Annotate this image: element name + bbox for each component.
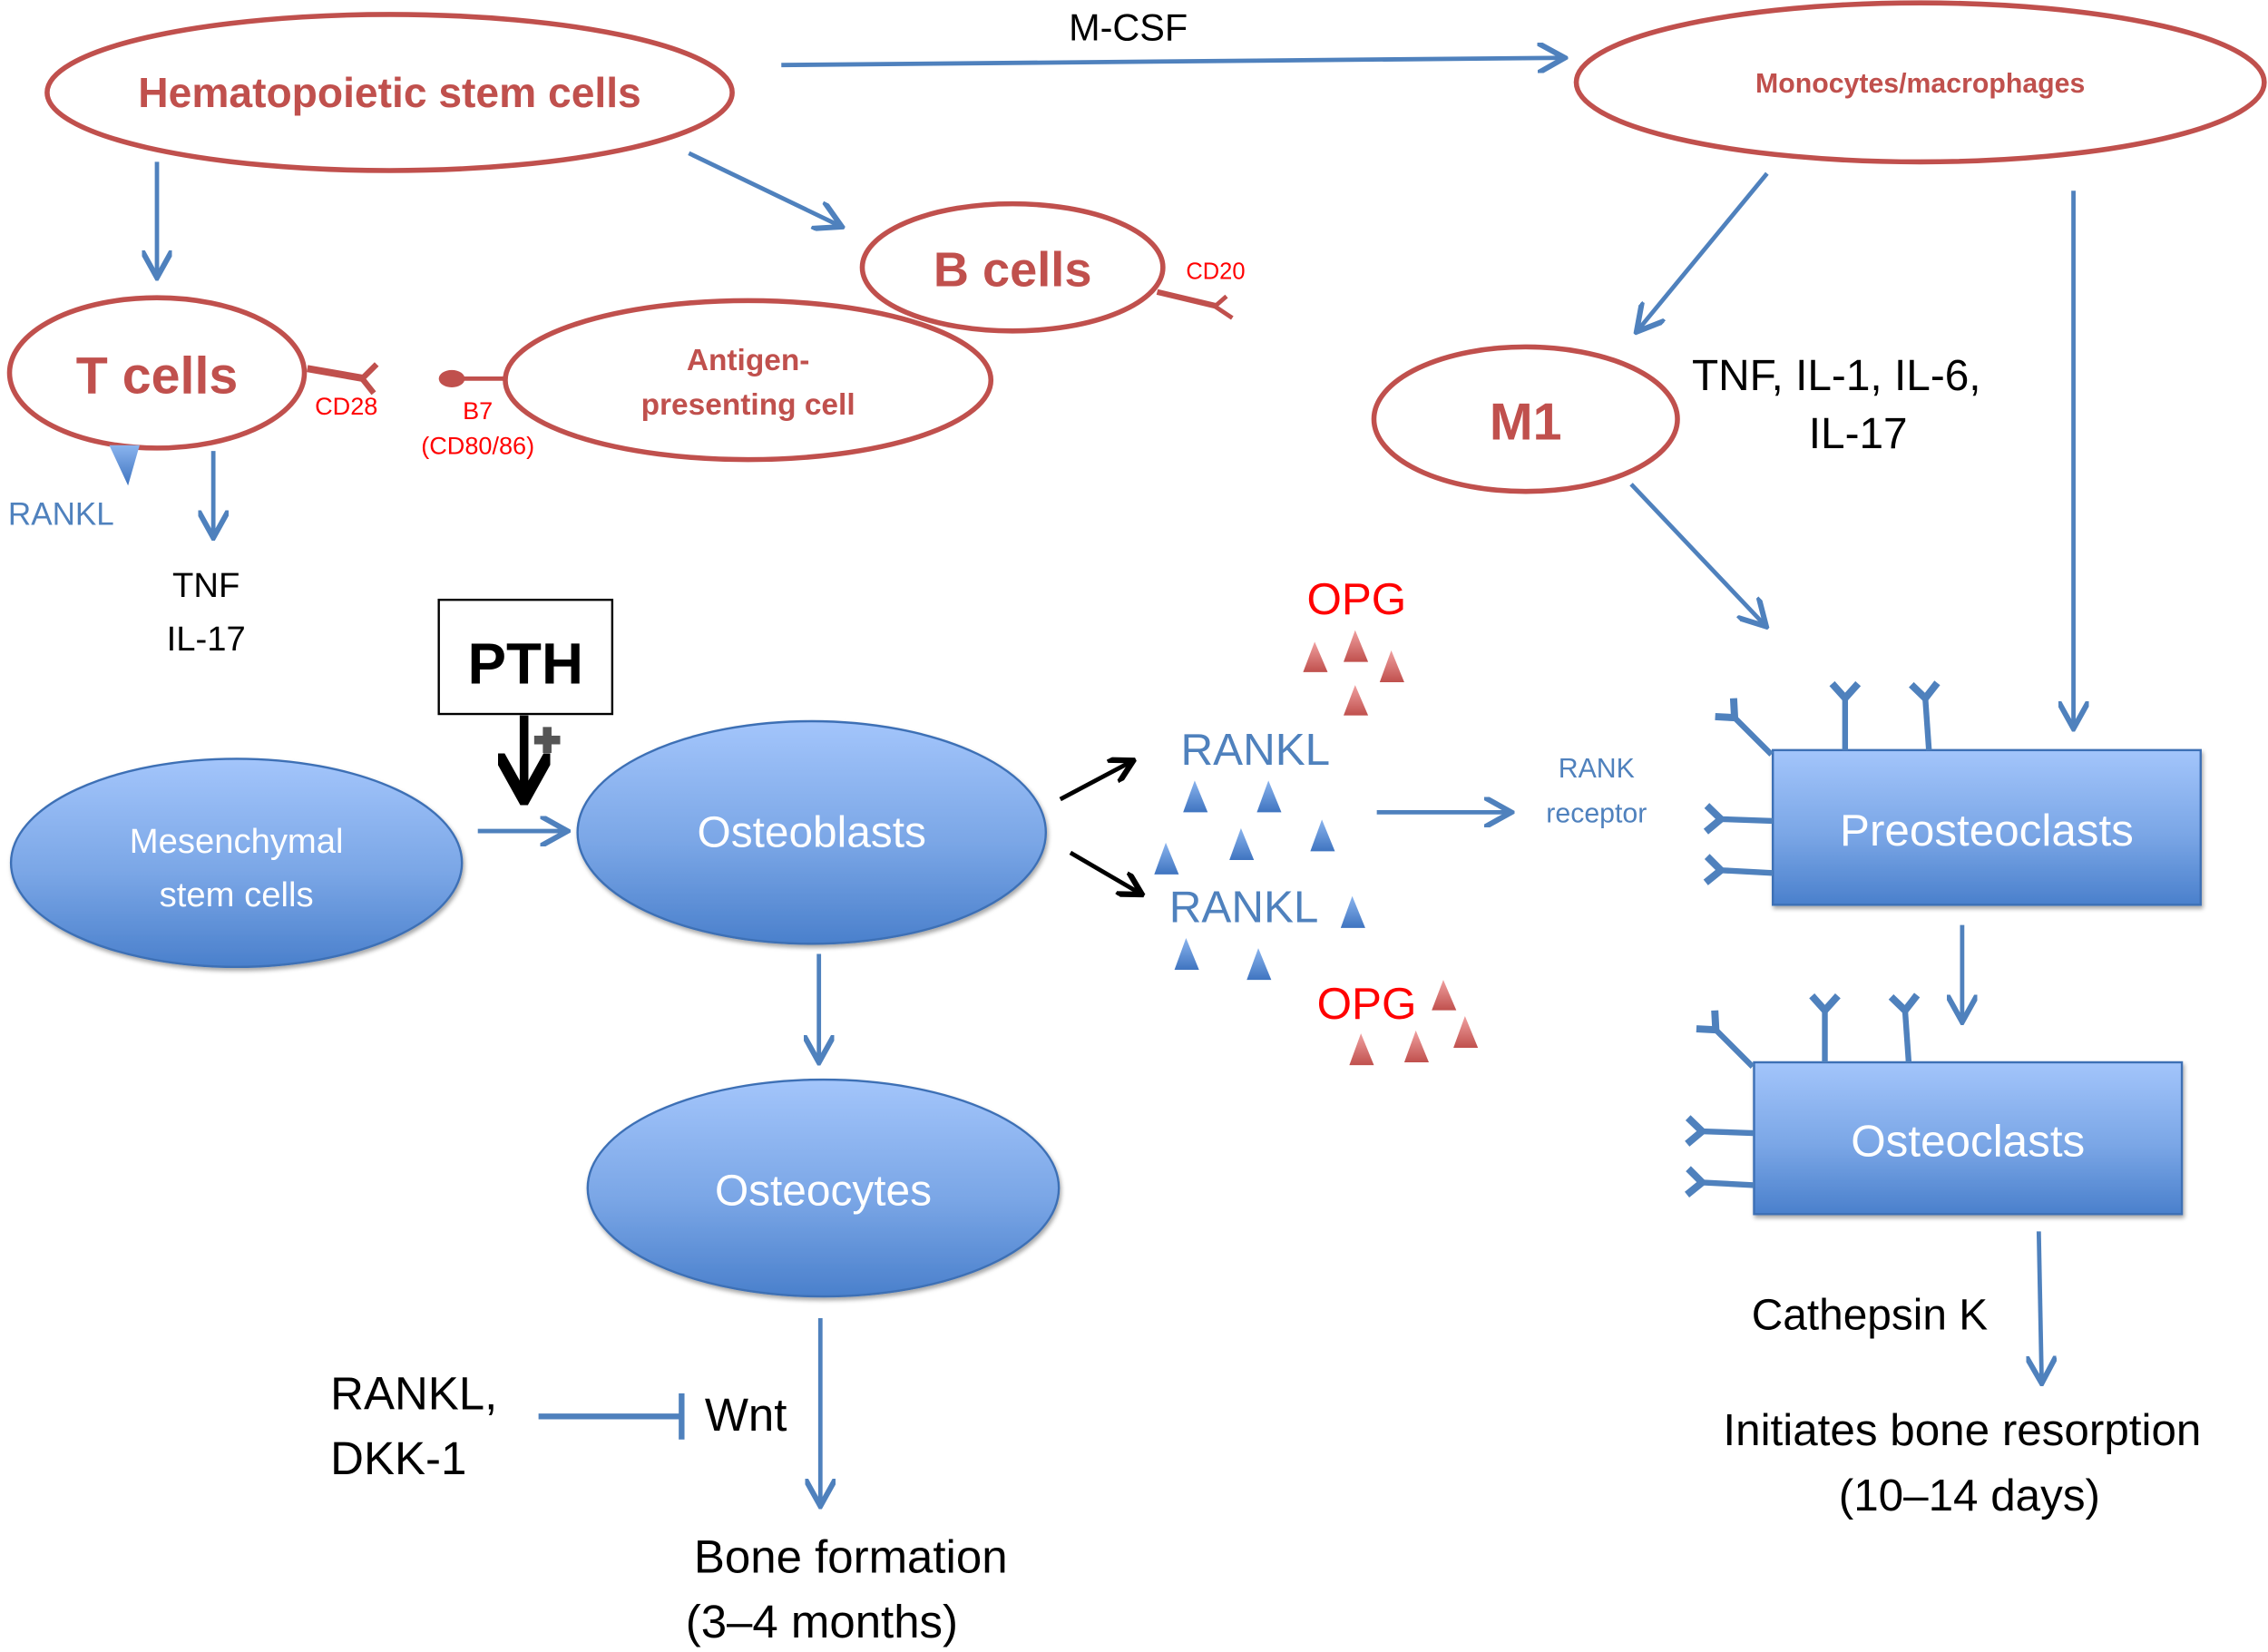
t-cells-node: T cells xyxy=(6,295,308,451)
rankl-triangle-icon xyxy=(1174,937,1199,971)
rankl-triangle-icon xyxy=(1154,842,1179,875)
opg-triangle-icon xyxy=(1432,980,1457,1011)
opg-triangles-top xyxy=(1303,630,1404,716)
b7-label: B7 xyxy=(463,396,493,425)
tnf-label: TNF xyxy=(172,566,240,605)
osteoblasts-node xyxy=(576,719,1048,945)
rankl-tcell-label: RANKL xyxy=(8,496,114,532)
antigen-presenting-cell-node: Antigen- presenting cell xyxy=(503,298,994,463)
rank-receptor-icon xyxy=(1706,856,1774,885)
opg-triangle-icon xyxy=(1349,1033,1374,1066)
cd28-receptor-icon xyxy=(307,362,379,396)
osteoblast-rankl-arrow-2 xyxy=(1069,850,1139,894)
mesenchymal-stem-cells-node xyxy=(9,758,464,969)
wnt-label: Wnt xyxy=(705,1389,787,1441)
osteoclasts-node: Osteoclasts xyxy=(1753,1061,2184,1216)
t-cells-label: T cells xyxy=(76,347,239,405)
opg-triangle-icon xyxy=(1453,1016,1479,1049)
wnt-inhibition-icon xyxy=(538,1393,685,1440)
hsc-label: Hematopoietic stem cells xyxy=(138,69,640,116)
osteoclasts-label: Osteoclasts xyxy=(1851,1117,2085,1167)
rank-receptor-label-1: RANK xyxy=(1559,754,1635,784)
rankl-triangle-icon xyxy=(1246,948,1272,981)
m1-to-preosteoclasts-arrow xyxy=(1629,483,1765,625)
rankl-triangle-icon xyxy=(1310,819,1335,852)
opg-triangle-icon xyxy=(1344,630,1369,662)
rankl-triangles xyxy=(1154,780,1365,981)
cd20-label: CD20 xyxy=(1186,259,1245,284)
bone-formation-label-2: (3–4 months) xyxy=(686,1596,958,1647)
rank-receptor-icon xyxy=(1911,683,1942,751)
opg-triangle-icon xyxy=(1344,685,1369,716)
opg-triangles-bottom xyxy=(1349,980,1479,1066)
m1-label: M1 xyxy=(1490,393,1562,451)
osteocytes-label: Osteocytes xyxy=(715,1168,932,1216)
cathepsin-label: Cathepsin K xyxy=(1752,1292,1988,1340)
rank-receptor-icon xyxy=(1706,806,1773,834)
il17-label: IL-17 xyxy=(167,620,246,659)
pth-label: PTH xyxy=(468,631,583,697)
resorption-label-2: (10–14 days) xyxy=(1839,1471,2100,1520)
mcsf-label: M-CSF xyxy=(1069,7,1188,49)
cd28-label: CD28 xyxy=(315,392,377,420)
inhibitor-label-2: DKK-1 xyxy=(330,1432,466,1484)
rank-receptor-icon xyxy=(1833,684,1859,750)
rankl-top-label: RANKL xyxy=(1181,725,1331,775)
cd20-receptor-icon xyxy=(1156,288,1234,320)
preosteoclasts-label: Preosteoclasts xyxy=(1840,806,2134,855)
rank-receptor-icon xyxy=(1716,699,1781,764)
msc-label-2: stem cells xyxy=(160,875,314,914)
cytokines-label-1: TNF, IL-1, IL-6, xyxy=(1692,352,1981,400)
osteoclasts-resorption-arrow xyxy=(2038,1231,2041,1380)
m1-node: M1 xyxy=(1371,344,1680,494)
opg-triangle-icon xyxy=(1403,1030,1430,1062)
b-cells-node: B cells xyxy=(859,200,1166,334)
b7-ligand-icon xyxy=(438,369,507,387)
rank-receptor-icon xyxy=(1892,995,1922,1063)
bone-formation-label-1: Bone formation xyxy=(694,1530,1008,1582)
b-cells-label: B cells xyxy=(934,242,1092,297)
pth-box: PTH xyxy=(437,598,614,716)
osteoblast-rankl-arrow-1 xyxy=(1059,762,1131,802)
monocytes-macrophages-node: Monocytes/macrophages xyxy=(1573,0,2267,165)
rankl-triangle-icon xyxy=(1229,827,1255,860)
inhibitor-label-1: RANKL, xyxy=(330,1367,497,1419)
apc-label-1: Antigen- xyxy=(687,344,810,377)
rank-receptor-icon xyxy=(1687,1118,1755,1146)
rank-receptor-icon xyxy=(1687,1168,1755,1197)
preosteoclasts-node: Preosteoclasts xyxy=(1771,748,2202,906)
resorption-label-1: Initiates bone resorption xyxy=(1723,1405,2201,1455)
opg-triangle-icon xyxy=(1303,641,1328,672)
osteocytes-node xyxy=(586,1078,1061,1298)
apc-label-2: presenting cell xyxy=(641,388,855,422)
opg-triangle-icon xyxy=(1379,650,1404,682)
hsc-to-bcells-arrow xyxy=(688,151,839,226)
rank-receptor-label-2: receptor xyxy=(1546,799,1647,829)
opg-bottom-label: OPG xyxy=(1317,979,1417,1029)
plus-icon xyxy=(533,727,561,754)
rankl-triangle-icon xyxy=(1183,780,1208,813)
cytokines-label-2: IL-17 xyxy=(1809,410,1908,458)
rankl-bottom-label: RANKL xyxy=(1169,882,1319,932)
rank-receptor-icon xyxy=(1696,1011,1762,1076)
osteoblasts-label: Osteoblasts xyxy=(698,809,926,857)
rankl-triangle-icon xyxy=(1256,780,1282,813)
rankl-triangle-icon xyxy=(1340,895,1365,928)
rank-receptor-icon xyxy=(1812,996,1838,1062)
opg-top-label: OPG xyxy=(1306,574,1406,624)
mcsf-arrow xyxy=(781,58,1561,65)
rankl-triangle-icon xyxy=(109,445,140,486)
monocytes-to-m1-arrow xyxy=(1638,171,1769,329)
monocytes-label: Monocytes/macrophages xyxy=(1755,69,2085,99)
msc-label-1: Mesenchymal xyxy=(130,822,344,861)
hematopoietic-stem-cells-node: Hematopoietic stem cells xyxy=(44,12,735,173)
b7-sub-label: (CD80/86) xyxy=(421,431,534,459)
